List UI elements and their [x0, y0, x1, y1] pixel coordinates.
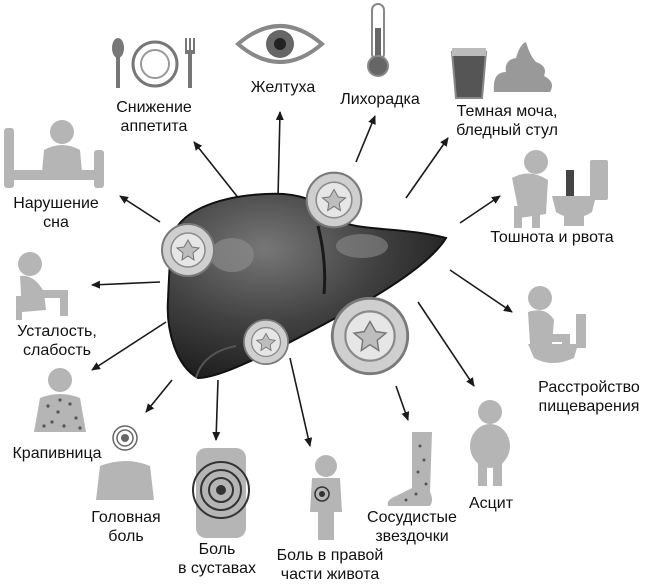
label-line: Лихорадка: [340, 91, 420, 108]
label-line: Сосудистые: [367, 509, 457, 526]
sleep-disturbance-figure: [4, 120, 104, 188]
virus-icon: [161, 223, 215, 277]
label-line: в суставах: [177, 560, 257, 577]
label-line: боль: [108, 528, 144, 545]
arrow-spider: [395, 385, 410, 421]
label-line: Желтуха: [250, 79, 316, 96]
label-line: Темная моча,: [456, 103, 558, 120]
arrow-urine: [405, 137, 449, 199]
label-line: аппетита: [120, 118, 188, 135]
label-line: Крапивница: [12, 445, 102, 462]
label-line: звездочки: [375, 528, 449, 545]
label-appetite: Снижение аппетита: [96, 98, 212, 136]
urine-stool-icon: [450, 42, 552, 99]
virus-icon: [305, 171, 363, 229]
thermometer-icon: [367, 3, 389, 77]
arrow-jaundice: [275, 111, 284, 199]
label-line: Боль: [198, 541, 236, 558]
plate-fork-spoon-icon: [112, 38, 195, 88]
label-line: Снижение: [116, 99, 192, 116]
ascites-figure: [470, 400, 510, 486]
label-line: сна: [43, 214, 69, 231]
label-line: Тошнота и рвота: [490, 229, 614, 246]
headache-figure: [96, 425, 154, 500]
arrow-joints: [212, 379, 221, 441]
hives-figure: [34, 368, 86, 432]
nausea-vomiting-figure: [512, 150, 608, 228]
label-spider-veins: Сосудистые звездочки: [354, 508, 470, 546]
label-fever: Лихорадка: [332, 90, 428, 109]
label-sleep: Нарушение сна: [6, 194, 106, 232]
arrow-fever: [355, 115, 376, 163]
liver-illustration: [166, 192, 448, 380]
label-line: Боль в правой: [276, 547, 384, 564]
digestion-disorder-figure: [528, 286, 586, 363]
label-fatigue: Усталость, слабость: [4, 322, 110, 360]
label-abdomen: Боль в правой части живота: [270, 546, 390, 584]
label-line: бледный стул: [456, 122, 558, 139]
fatigue-figure: [16, 252, 68, 320]
label-line: пищеварения: [538, 398, 640, 415]
label-ascites: Асцит: [462, 494, 520, 513]
label-line: Нарушение: [13, 195, 99, 212]
abdominal-pain-figure: [310, 455, 342, 540]
arrow-headache: [145, 379, 173, 413]
label-joints: Боль в суставах: [162, 540, 272, 578]
virus-icon: [330, 296, 410, 376]
arrows: [91, 111, 513, 447]
label-line: Головная: [91, 509, 161, 526]
label-digestion: Расстройство пищеварения: [526, 378, 652, 416]
label-line: Асцит: [468, 495, 514, 512]
label-jaundice: Желтуха: [238, 78, 328, 97]
label-line: части живота: [280, 566, 380, 583]
eye-icon: [234, 24, 326, 64]
arrow-digestion: [449, 269, 513, 313]
joint-pain-figure: [192, 448, 250, 538]
spider-veins-figure: [387, 432, 432, 506]
label-line: Усталость,: [17, 323, 97, 340]
arrow-nausea: [459, 195, 501, 224]
arrow-sleep: [119, 195, 161, 223]
arrow-fatigue: [91, 280, 161, 289]
label-nausea: Тошнота и рвота: [474, 228, 630, 247]
virus-icon: [243, 319, 289, 365]
arrow-appetite: [193, 141, 241, 201]
label-line: Расстройство: [538, 379, 640, 396]
label-urine-stool: Темная моча, бледный стул: [438, 102, 576, 140]
arrow-hives: [91, 321, 167, 371]
label-line: слабость: [23, 342, 91, 359]
label-hives: Крапивница: [2, 444, 112, 463]
label-headache: Головная боль: [78, 508, 174, 546]
arrow-ascites: [417, 301, 475, 387]
arrow-abdomen: [289, 357, 313, 447]
